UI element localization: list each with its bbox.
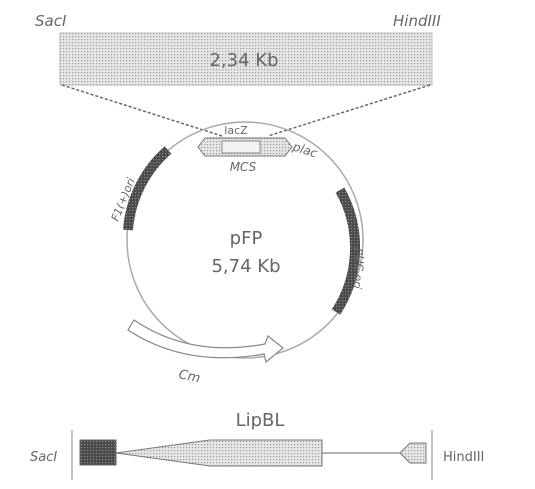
puc-ori-label: pUC ori [350,247,367,290]
f1-ori-segment [123,146,172,231]
plasmid-backbone [126,121,364,359]
construct-left-block [79,439,117,466]
construct-right-site-label: HindIII [443,450,484,465]
plasmid-name-label: pFP [230,228,263,249]
mcs-label: MCS [230,160,257,174]
cm-label: Cm [177,367,201,386]
plac-label: plac [290,139,319,160]
construct-right-arrow [399,442,427,464]
insert-right-site-label: HindIII [393,12,441,30]
insertion-line-left [61,84,223,137]
insert-size-label: 2,34 Kb [209,50,278,71]
cm-resistance-arrow [127,319,284,364]
insert-fragment-bar [59,32,433,86]
puc-ori-segment [331,187,361,315]
construct-gene-label: LipBL [236,410,285,431]
lacz-label: lacZ [224,124,248,137]
mcs-box [221,140,261,154]
plasmid-size-label: 5,74 Kb [211,256,280,277]
insertion-line-right [267,84,431,137]
construct-left-site-label: SacI [30,450,57,465]
lipbl-gene-feature [115,439,323,467]
insert-left-site-label: SacI [35,12,67,30]
